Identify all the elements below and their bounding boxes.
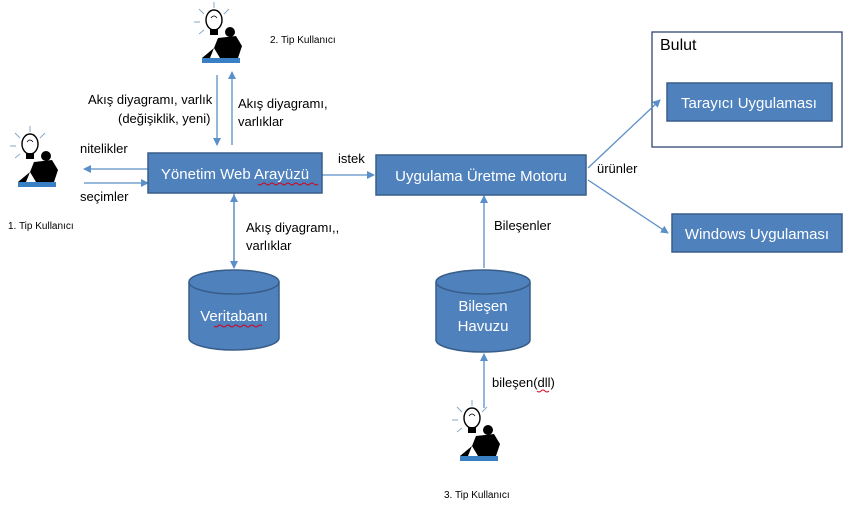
cloud-title: Bulut (660, 37, 697, 54)
label-bilesen-dll: bileşen(dll) (492, 375, 555, 390)
user2-caption: 2. Tip Kullanıcı (270, 35, 336, 46)
node-tarayici: Tarayıcı Uygulaması (666, 82, 833, 122)
label-from-user2-1: Akış diyagramı, (238, 96, 328, 111)
label-nitelikler: nitelikler (80, 141, 128, 156)
label-bilesenler: Bileşenler (494, 218, 552, 233)
node-yonetim: Yönetim Web Arayüzü (147, 152, 323, 194)
node-veritabani: Veritabanı (188, 269, 280, 351)
spellcheck-underline (257, 182, 319, 186)
user2-figure-icon (193, 1, 243, 64)
node-yonetim-label: Yönetim Web Arayüzü (161, 166, 309, 183)
label-istek: istek (338, 151, 365, 166)
edge-motor-to-tarayici (587, 99, 661, 169)
label-db-1: Akış diyagramı,, (246, 220, 339, 235)
user3-figure-icon (451, 399, 501, 462)
node-tarayici-label: Tarayıcı Uygulaması (681, 95, 817, 112)
user1-caption: 1. Tip Kullanıcı (8, 221, 74, 232)
node-windows-label: Windows Uygulaması (685, 226, 829, 243)
spellcheck-underline (213, 324, 263, 328)
node-havuz: Bileşen Havuzu (435, 269, 531, 353)
label-urunler: ürünler (597, 161, 638, 176)
label-from-user2-2: varlıklar (238, 114, 284, 129)
spellcheck-underline (536, 389, 550, 393)
node-veritabani-label: Veritabanı (200, 308, 268, 325)
node-motor-label: Uygulama Üretme Motoru (395, 167, 567, 185)
node-motor: Uygulama Üretme Motoru (375, 154, 587, 196)
user1-figure-icon (9, 125, 59, 188)
user3-caption: 3. Tip Kullanıcı (444, 490, 510, 501)
node-havuz-label-1: Bileşen (458, 298, 507, 315)
label-db-2: varlıklar (246, 238, 292, 253)
node-windows: Windows Uygulaması (671, 213, 843, 253)
label-to-user2-1: Akış diyagramı, varlık (88, 92, 213, 107)
label-secimler: seçimler (80, 189, 129, 204)
label-to-user2-2: (değişiklik, yeni) (118, 111, 210, 126)
node-havuz-label-2: Havuzu (458, 318, 509, 335)
edge-motor-to-windows (587, 179, 669, 234)
